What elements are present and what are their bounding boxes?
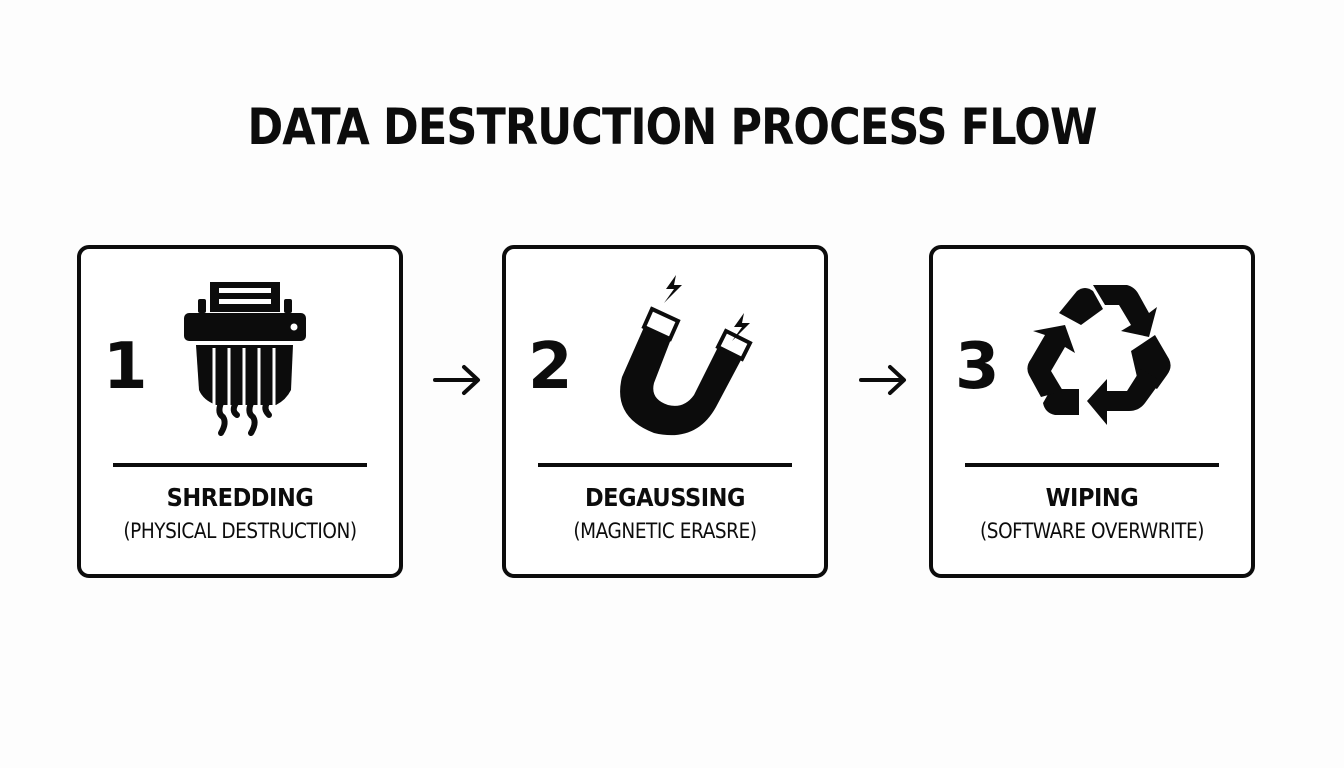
step-label: DEGAUSSING [584, 483, 746, 512]
arrow-right-icon [433, 365, 480, 395]
divider [965, 463, 1219, 467]
step-number: 1 [103, 330, 148, 404]
step-sublabel: (PHYSICAL DESTRUCTION) [123, 519, 357, 543]
step-number: 3 [955, 330, 1000, 404]
step-card-degaussing: 2 DEGAUSSING (MAGNETIC ERASRE) [502, 245, 828, 578]
divider [113, 463, 367, 467]
step-card-wiping: 3 WIPING (SOFTWARE OVERWRITE) [929, 245, 1255, 578]
step-label: SHREDDING [166, 483, 314, 512]
divider [538, 463, 792, 467]
page-title: DATA DESTRUCTION PROCESS FLOW [247, 98, 1097, 156]
step-sublabel: (MAGNETIC ERASRE) [573, 519, 757, 543]
step-sublabel: (SOFTWARE OVERWRITE) [980, 519, 1204, 543]
step-label: WIPING [1045, 483, 1139, 512]
recycle-icon [1027, 285, 1171, 425]
paper-shredder-icon [184, 282, 306, 436]
horseshoe-magnet-icon [620, 275, 753, 436]
arrow-right-icon [859, 365, 906, 395]
step-card-shredding: 1 SHREDDING (PHYSICAL DESTRUCTION) [77, 245, 403, 578]
step-number: 2 [528, 330, 573, 404]
